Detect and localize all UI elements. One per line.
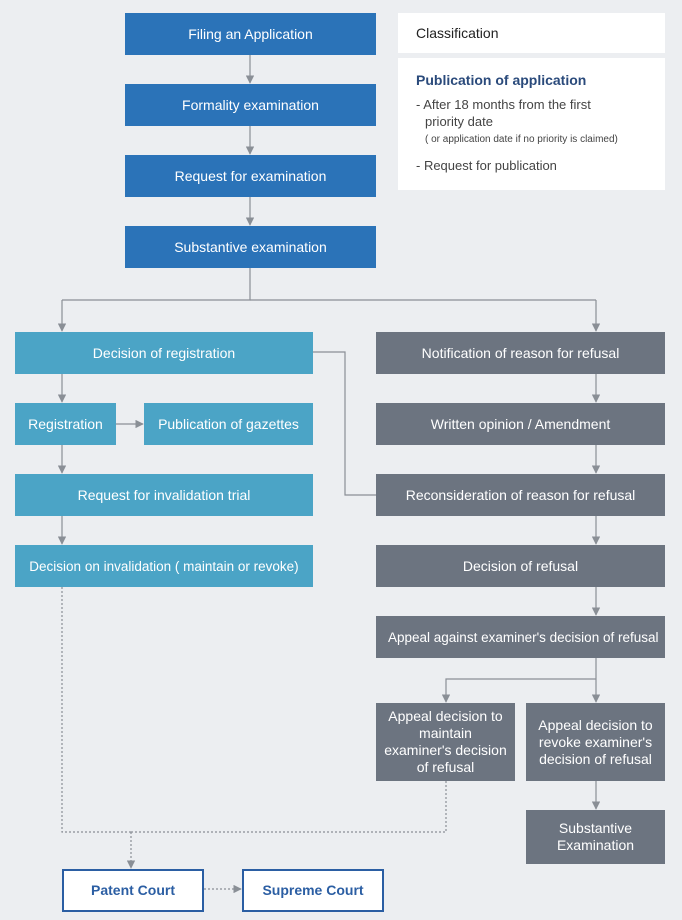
reconsideration-box: Reconsideration of reason for refusal xyxy=(376,474,665,516)
filing-application-box: Filing an Application xyxy=(125,13,376,55)
split-line xyxy=(62,268,251,301)
registration-box: Registration xyxy=(15,403,116,445)
publication-gazettes-box: Publication of gazettes xyxy=(144,403,313,445)
dotted-invalidation-court xyxy=(61,587,131,833)
decision-registration-box: Decision of registration xyxy=(15,332,313,374)
notification-refusal-box: Notification of reason for refusal xyxy=(376,332,665,374)
arrow-to-appeal-maintain xyxy=(441,678,596,703)
formality-examination-box: Formality examination xyxy=(125,84,376,126)
publication-item-1: - After 18 months from the first xyxy=(416,97,591,112)
request-examination-box: Request for examination xyxy=(125,155,376,197)
patent-court-box: Patent Court xyxy=(62,869,204,912)
classification-title: Classification xyxy=(416,25,499,41)
classification-panel: Publication of application - After 18 mo… xyxy=(398,58,665,190)
decision-invalidation-box: Decision on invalidation ( maintain or r… xyxy=(15,545,313,587)
link-registration-reconsideration xyxy=(313,351,376,496)
appeal-box: Appeal against examiner's decision of re… xyxy=(376,616,665,658)
publication-item-1-note: ( or application date if no priority is … xyxy=(425,134,618,145)
written-opinion-box: Written opinion / Amendment xyxy=(376,403,665,445)
publication-item-2: - Request for publication xyxy=(416,158,557,173)
supreme-court-box: Supreme Court xyxy=(242,869,384,912)
substantive-examination-final-box: Substantive Examination xyxy=(526,810,665,864)
classification-header: Classification xyxy=(398,13,665,53)
publication-title: Publication of application xyxy=(416,72,587,88)
appeal-maintain-box: Appeal decision to maintain examiner's d… xyxy=(376,703,515,781)
decision-refusal-box: Decision of refusal xyxy=(376,545,665,587)
request-invalidation-box: Request for invalidation trial xyxy=(15,474,313,516)
substantive-examination-box: Substantive examination xyxy=(125,226,376,268)
dotted-maintain-court xyxy=(131,781,447,833)
publication-item-1-cont: priority date xyxy=(425,114,493,129)
appeal-revoke-box: Appeal decision to revoke examiner's dec… xyxy=(526,703,665,781)
